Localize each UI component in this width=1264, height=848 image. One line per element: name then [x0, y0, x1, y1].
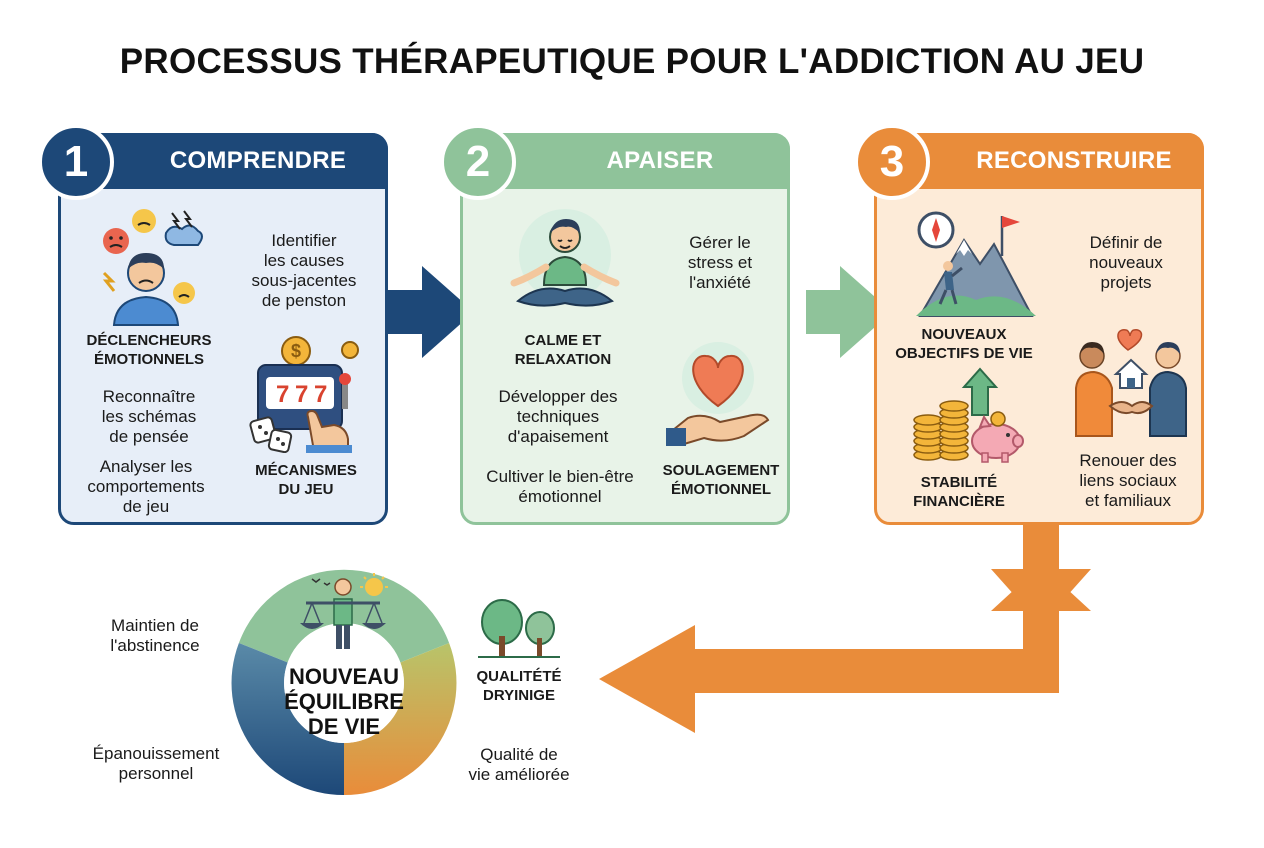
- item-caption-calme: CALME ET RELAXATION: [514, 332, 612, 368]
- meditation-icon: [510, 209, 620, 307]
- svg-text:$: $: [291, 341, 301, 361]
- step-label: COMPRENDRE: [169, 147, 347, 174]
- step-panel-reconstruire: RECONSTRUIRE: [874, 133, 1204, 525]
- svg-text:7: 7: [295, 381, 308, 408]
- step-1-text-comportements: Analyser les comportements de jeu: [87, 457, 205, 516]
- svg-text:7: 7: [314, 381, 327, 408]
- item-caption-objectifs: NOUVEAUX OBJECTIFS DE VIE: [895, 326, 1033, 362]
- step-1-text-schemas: Reconnaître les schémas de pensée: [101, 387, 197, 446]
- step-3-text-liens: Renouer des liens sociaux et familiaux: [1079, 451, 1177, 510]
- outcome-qualite-caption: QUALITÉTÉ DRYINIGE: [476, 668, 562, 704]
- outcome-donut: [231, 569, 457, 796]
- item-caption-declencheurs: DÉCLENCHEURS ÉMOTIONNELS: [86, 332, 212, 368]
- step-2-text-bienetre: Cultiver le bien-être émotionnel: [486, 467, 634, 506]
- trees-icon: [478, 599, 560, 658]
- item-caption-stabilite: STABILITÉ FINANCIÈRE: [913, 474, 1005, 510]
- heart-hand-icon: [666, 342, 770, 446]
- arrow-1-to-2: [388, 266, 474, 358]
- step-3-text-projets: Définir de nouveaux projets: [1089, 233, 1163, 292]
- outcome-center-label: NOUVEAU ÉQUILIBRE DE VIE: [284, 664, 404, 739]
- outcome-abstinence: Maintien de l'abstinence: [110, 616, 200, 655]
- step-panel-comprendre: COMPRENDRE: [58, 133, 388, 525]
- piggy-bank-icon: [913, 367, 1024, 463]
- step-2-text-stress: Gérer le stress et l'anxiété: [687, 233, 753, 292]
- step-label: APAISER: [606, 147, 714, 174]
- balance-person-icon: [300, 573, 388, 649]
- outcome-qualite-vie: Qualité de vie améliorée: [468, 745, 570, 784]
- svg-text:7: 7: [276, 381, 289, 408]
- step-panel-apaiser: APAISER: [460, 133, 790, 525]
- mountain-flag-icon: [916, 211, 1036, 317]
- page-title: PROCESSUS THÉRAPEUTIQUE POUR L'ADDICTION…: [119, 42, 1145, 81]
- handshake-family-icon: [1075, 329, 1187, 437]
- step-2-text-techniques: Développer des techniques d'apaisement: [498, 387, 618, 446]
- step-number-badge: 3: [854, 124, 930, 200]
- item-caption-soulagement: SOULAGEMENT ÉMOTIONNEL: [662, 462, 780, 498]
- step-1-text-causes: Identifier les causes sous-jacentes de p…: [251, 231, 357, 310]
- step-label: RECONSTRUIRE: [976, 147, 1172, 174]
- arrow-3-to-outcome: [599, 525, 1091, 733]
- arrow-2-to-3: [806, 266, 892, 358]
- stressed-person-icon: [102, 209, 203, 326]
- step-number-badge: 1: [38, 124, 114, 200]
- step-number-badge: 2: [440, 124, 516, 200]
- outcome-epanouissement: Épanouissement personnel: [92, 744, 220, 783]
- item-caption-mecanismes: MÉCANISMES DU JEU: [255, 462, 357, 498]
- slot-machine-icon: $ 7 7 7: [249, 336, 359, 453]
